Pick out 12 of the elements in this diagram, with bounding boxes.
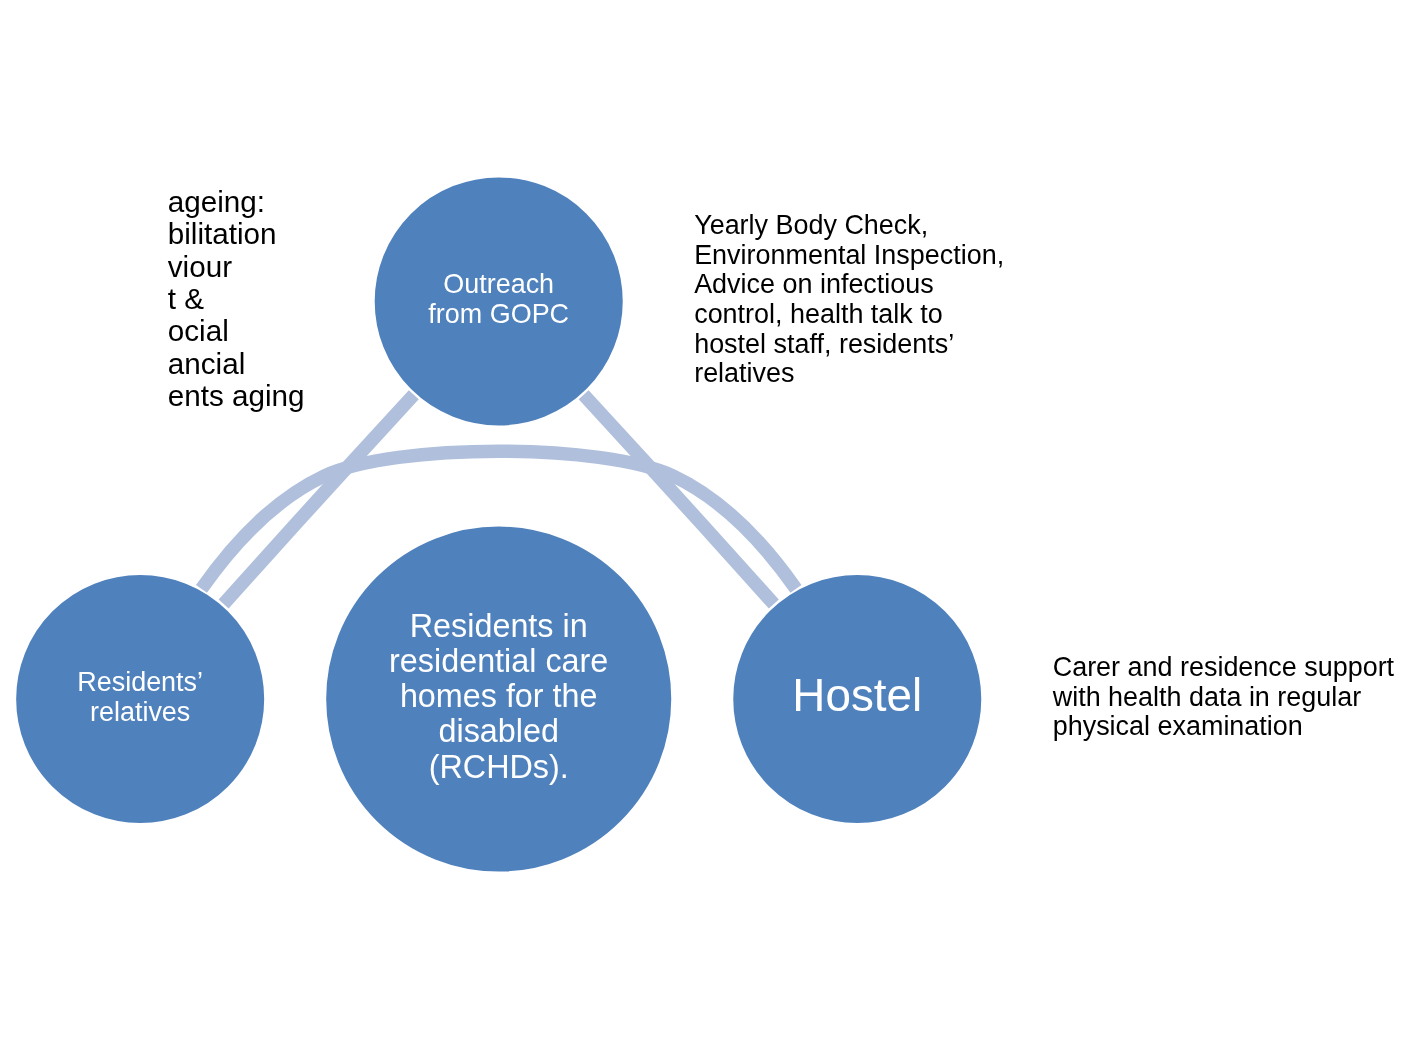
label: ocial [167, 314, 229, 348]
node-label: Carer and residence support with health data in regular physical examination [1052, 652, 1395, 742]
connector [578, 390, 779, 609]
label: ancial [167, 346, 246, 380]
node-label: Yearly Body Check, Environmental Inspection, Advice on infectious control, health talk to hostel staff, residents’ relatives [694, 210, 1005, 389]
connector [196, 444, 802, 593]
label: ents aging [167, 379, 305, 413]
label: ageing: [167, 184, 266, 218]
label: viour [167, 249, 233, 283]
connector [218, 390, 419, 609]
label: t & [167, 281, 205, 315]
label: bilitation [167, 217, 277, 251]
